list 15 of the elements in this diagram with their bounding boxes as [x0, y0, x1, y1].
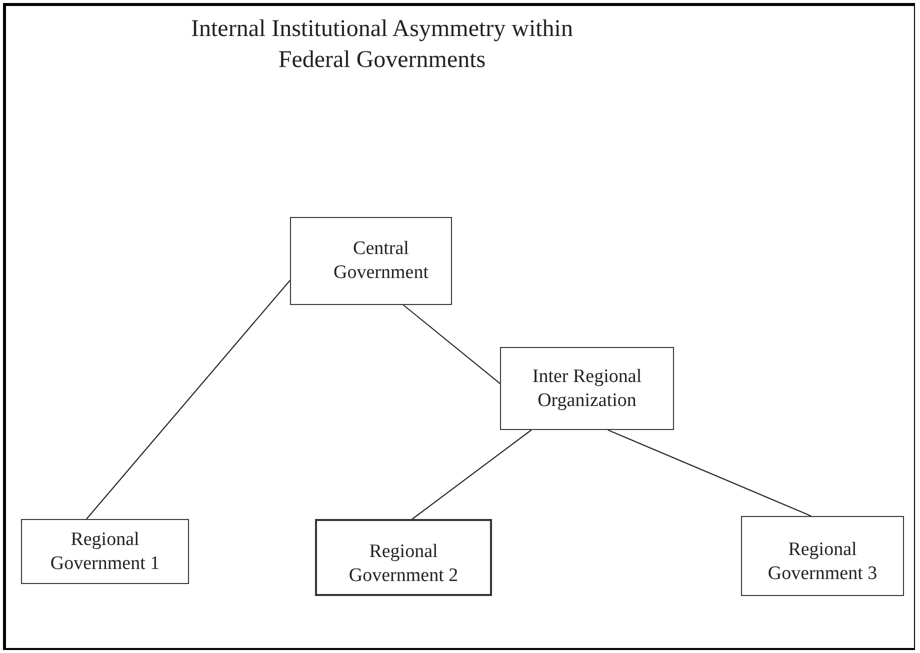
- text-box: [741, 516, 904, 596]
- connector-line: [86, 280, 290, 520]
- text-box: [290, 217, 452, 305]
- diagram-title: Internal Institutional Asymmetry within Federal Governments: [190, 15, 574, 75]
- text-box: [315, 519, 492, 596]
- node-label: Regional Government 1: [49, 528, 161, 576]
- text-box: [500, 347, 674, 430]
- node-label: Regional Government 2: [348, 540, 460, 588]
- node-label: Central Government: [332, 237, 430, 285]
- connector-line: [403, 304, 500, 384]
- node-label: Regional Government 3: [766, 538, 878, 586]
- connector-line: [412, 430, 532, 520]
- text-box: [21, 519, 189, 584]
- node-label: Inter Regional Organization: [531, 364, 643, 412]
- connector-line: [608, 430, 812, 516]
